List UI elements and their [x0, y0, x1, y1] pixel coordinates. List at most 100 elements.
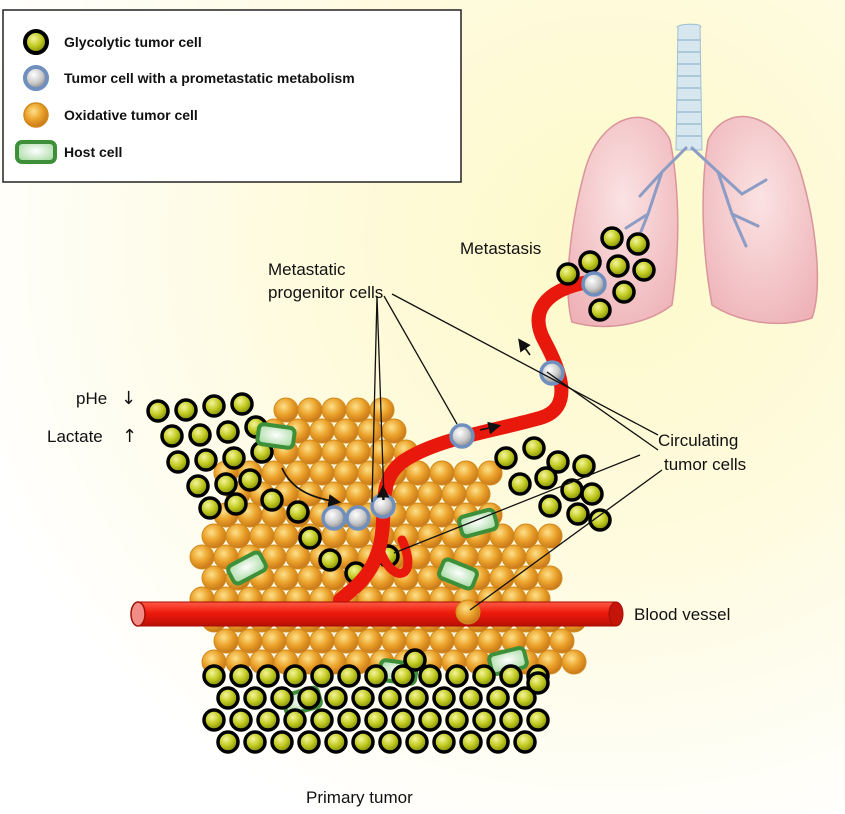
oxidative-cell [321, 439, 347, 465]
glycolytic-cell-cluster [146, 392, 612, 585]
oxidative-cell [201, 565, 227, 591]
glycolytic-cell [445, 708, 469, 732]
oxidative-cell [333, 628, 359, 654]
oxidative-cell [381, 628, 407, 654]
oxidative-cell [273, 565, 299, 591]
glycolytic-cell [146, 399, 170, 423]
glycolytic-cell [194, 448, 218, 472]
oxidative-cell [561, 649, 587, 675]
oxidative-cell [501, 544, 527, 570]
glycolytic-cell [378, 686, 402, 710]
oxidative-cell [477, 628, 503, 654]
glycolytic-cell [459, 730, 483, 754]
glycolytic-cell [405, 730, 429, 754]
glycolytic-cell [432, 730, 456, 754]
progenitor-label-line1: Metastatic [268, 260, 346, 279]
circulating-label-line2: tumor cells [664, 455, 746, 474]
metastasis-cluster [556, 226, 656, 322]
glycolytic-cell [224, 492, 248, 516]
glycolytic-cell [522, 436, 546, 460]
oxidative-cell [333, 418, 359, 444]
glycolytic-cell [166, 450, 190, 474]
glycolytic-cell [612, 280, 636, 304]
glycolytic-cell [566, 502, 590, 526]
host-cell [437, 557, 479, 591]
glycolytic-cell [538, 494, 562, 518]
glycolytic-cell [626, 232, 650, 256]
glycolytic-cell [202, 664, 226, 688]
glycolytic-cell [391, 708, 415, 732]
glycolytic-cell [270, 730, 294, 754]
lactate-label: Lactate [47, 427, 103, 446]
oxidative-cell [357, 418, 383, 444]
glycolytic-bottom-cluster [202, 648, 550, 754]
vessel-arrow-lung [518, 338, 531, 356]
prometastatic-cell [321, 505, 347, 531]
oxidative-cell [213, 628, 239, 654]
glycolytic-cell [318, 548, 342, 572]
oxidative-cell [357, 628, 383, 654]
glycolytic-cell [472, 664, 496, 688]
blood-vessel-tube [137, 601, 617, 627]
glycolytic-cell [310, 664, 334, 688]
oxidative-cell [513, 523, 539, 549]
oxidative-cell [309, 628, 335, 654]
oxidative-cell [453, 460, 479, 486]
glycolytic-cell [160, 424, 184, 448]
oxidative-cell [477, 460, 503, 486]
glycolytic-cell [256, 708, 280, 732]
glycolytic-cell [526, 708, 550, 732]
prometastatic-cell [345, 505, 371, 531]
glycolytic-cell [216, 730, 240, 754]
oxidative-cell [189, 544, 215, 570]
oxidative-cell [297, 565, 323, 591]
circulating-label-line1: Circulating [658, 431, 738, 450]
ph-label: pHe [76, 389, 107, 408]
glycolytic-cell [216, 420, 240, 444]
oxidative-cell [321, 481, 347, 507]
glycolytic-cell [494, 446, 518, 470]
glycolytic-cell [174, 398, 198, 422]
glycolytic-cell [324, 730, 348, 754]
oxidative-cell [309, 460, 335, 486]
oxidative-cell [549, 628, 575, 654]
glycolytic-cell [572, 454, 596, 478]
oxidative-cell [285, 460, 311, 486]
oxidative-cell [201, 523, 227, 549]
lactate-up-arrow-icon: ↑ [122, 426, 137, 447]
glycolytic-cell [391, 664, 415, 688]
oxidative-cell [525, 628, 551, 654]
glycolytic-cell [472, 708, 496, 732]
glycolytic-cell [202, 394, 226, 418]
blood-vessel-left-end [130, 601, 146, 627]
glycolytic-cell [256, 664, 280, 688]
glycolytic-cell [214, 472, 238, 496]
oxidative-cell [537, 565, 563, 591]
oxidative-cell [429, 460, 455, 486]
glycolytic-cell [459, 686, 483, 710]
ph-down-arrow-icon: ↓ [121, 388, 136, 409]
glycolytic-cell [186, 474, 210, 498]
oxidative-cell [455, 599, 481, 625]
oxidative-cell [273, 397, 299, 423]
glycolytic-cell [556, 262, 580, 286]
oxidative-cell [261, 628, 287, 654]
legend-oxidative-label: Oxidative tumor cell [64, 107, 198, 123]
glycolytic-cell [606, 254, 630, 278]
oxidative-cell [321, 397, 347, 423]
glycolytic-cell [216, 686, 240, 710]
oxidative-cell [537, 523, 563, 549]
oxidative-cell [273, 523, 299, 549]
glycolytic-cell [403, 648, 427, 672]
glycolytic-cell [297, 730, 321, 754]
glycolytic-cell [405, 686, 429, 710]
prometastatic-cell [581, 271, 607, 297]
legend-prometastatic-label: Tumor cell with a prometastatic metaboli… [64, 70, 355, 86]
oxidative-cell [393, 481, 419, 507]
oxidative-cell [345, 439, 371, 465]
glycolytic-cell [486, 730, 510, 754]
oxidative-cell [261, 460, 287, 486]
glycolytic-cell [260, 488, 284, 512]
